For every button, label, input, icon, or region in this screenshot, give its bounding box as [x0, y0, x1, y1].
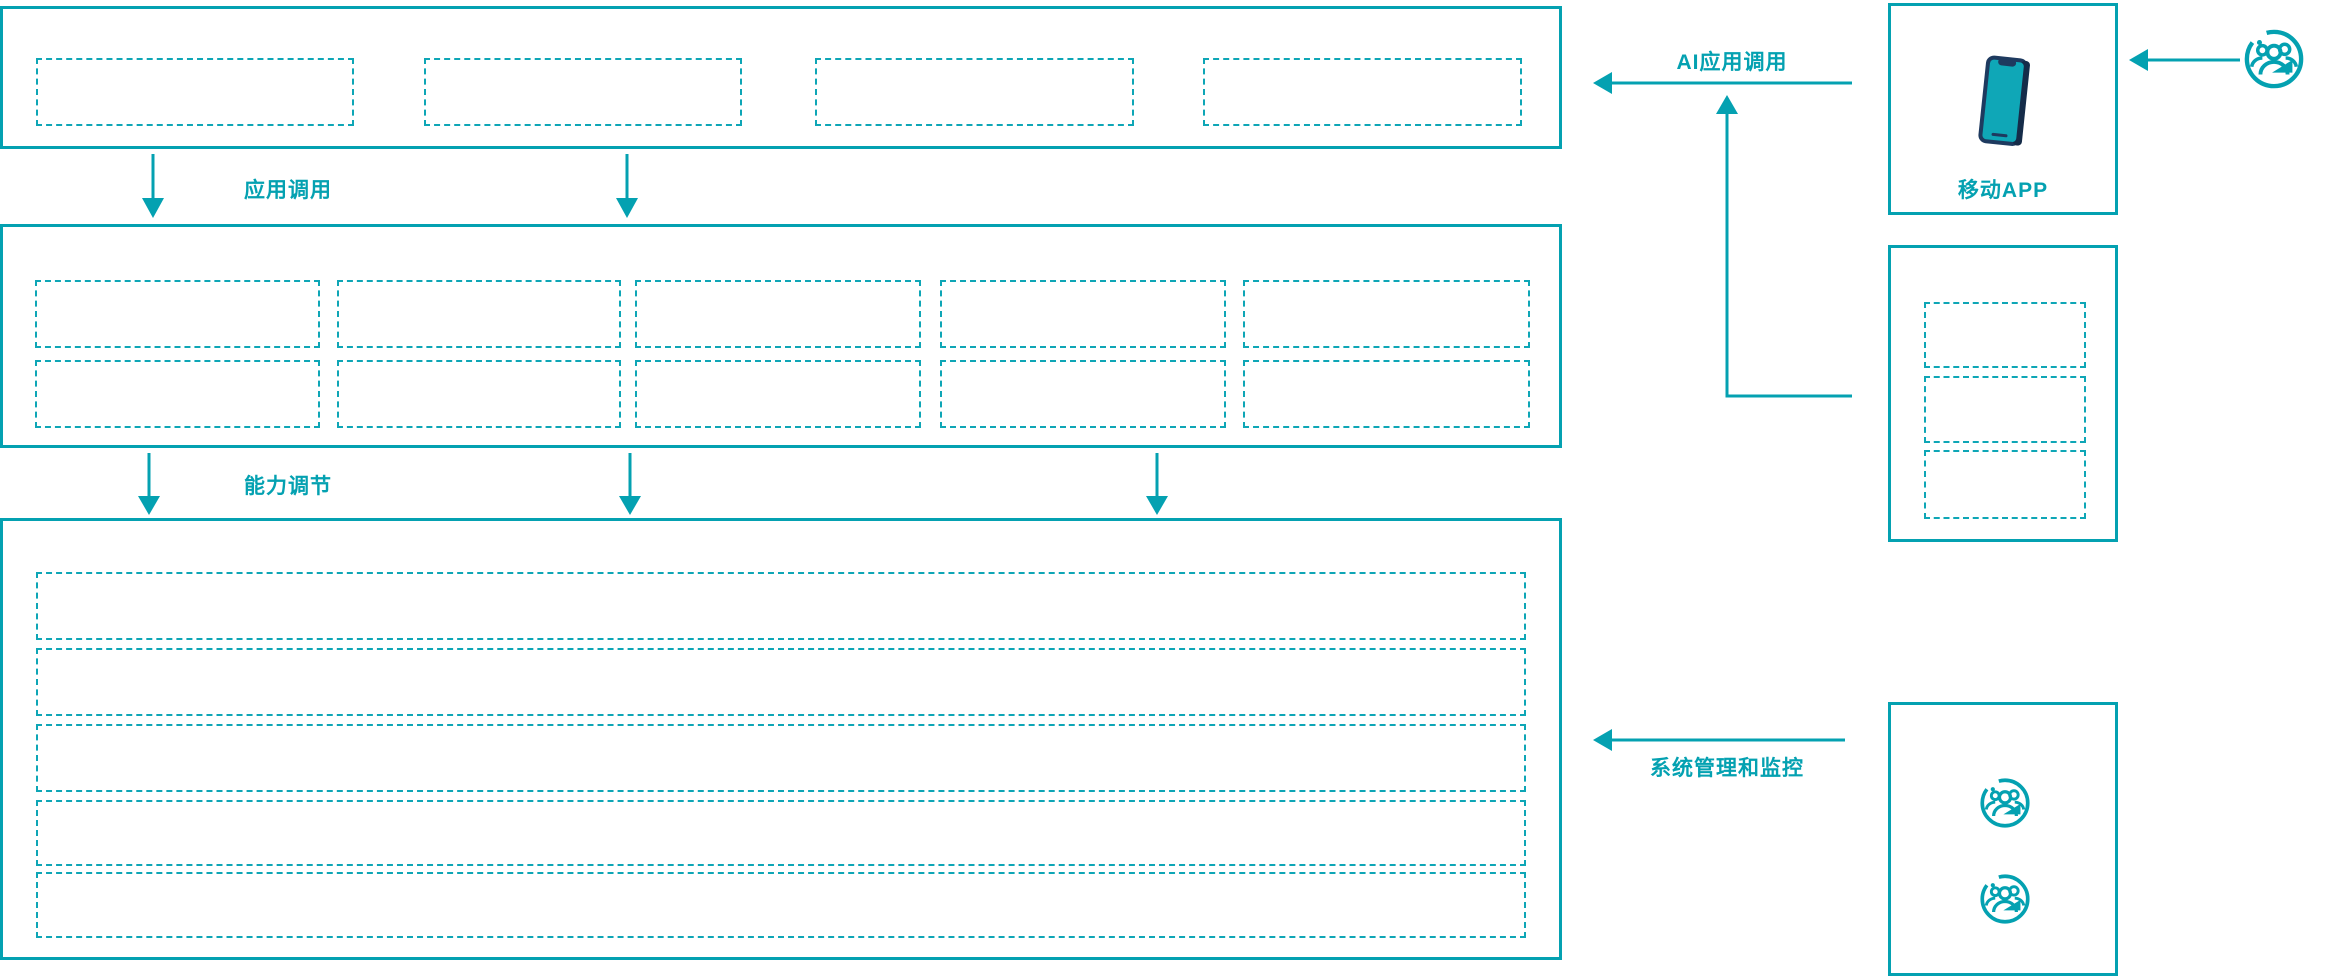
smartphone-icon [1976, 54, 2033, 151]
user-group-icon [1979, 777, 2031, 829]
placeholder-box [1924, 302, 2086, 368]
module-panel [1888, 245, 2118, 542]
placeholder-box [424, 58, 742, 126]
placeholder-box [940, 360, 1226, 428]
placeholder-box [635, 280, 921, 348]
placeholder-row [36, 648, 1526, 716]
mobile-app-panel: 移动APP [1888, 3, 2118, 215]
bottom-layer-container [0, 518, 1562, 960]
placeholder-row [36, 572, 1526, 640]
user-group-icon [2243, 28, 2305, 90]
middle-layer-container [0, 224, 1562, 448]
placeholder-box [337, 280, 621, 348]
capability-adjust-label: 能力调节 [244, 475, 332, 498]
placeholder-box [36, 58, 354, 126]
top-layer-container [0, 6, 1562, 149]
ai-app-call-label: AI应用调用 [1676, 51, 1788, 74]
placeholder-box [1924, 376, 2086, 443]
placeholder-box [815, 58, 1134, 126]
system-monitor-label: 系统管理和监控 [1650, 757, 1804, 780]
mobile-app-label: 移动APP [1957, 179, 2049, 202]
placeholder-row [36, 724, 1526, 792]
placeholder-row [36, 872, 1526, 938]
placeholder-box [1243, 280, 1530, 348]
placeholder-box [35, 360, 320, 428]
placeholder-box [1203, 58, 1522, 126]
user-group-icon [1979, 873, 2031, 925]
operator-panel [1888, 702, 2118, 976]
placeholder-box [635, 360, 921, 428]
placeholder-row [36, 800, 1526, 866]
placeholder-box [1243, 360, 1530, 428]
placeholder-box [940, 280, 1226, 348]
placeholder-box [35, 280, 320, 348]
app-call-label: 应用调用 [244, 179, 332, 202]
placeholder-box [1924, 450, 2086, 519]
placeholder-box [337, 360, 621, 428]
